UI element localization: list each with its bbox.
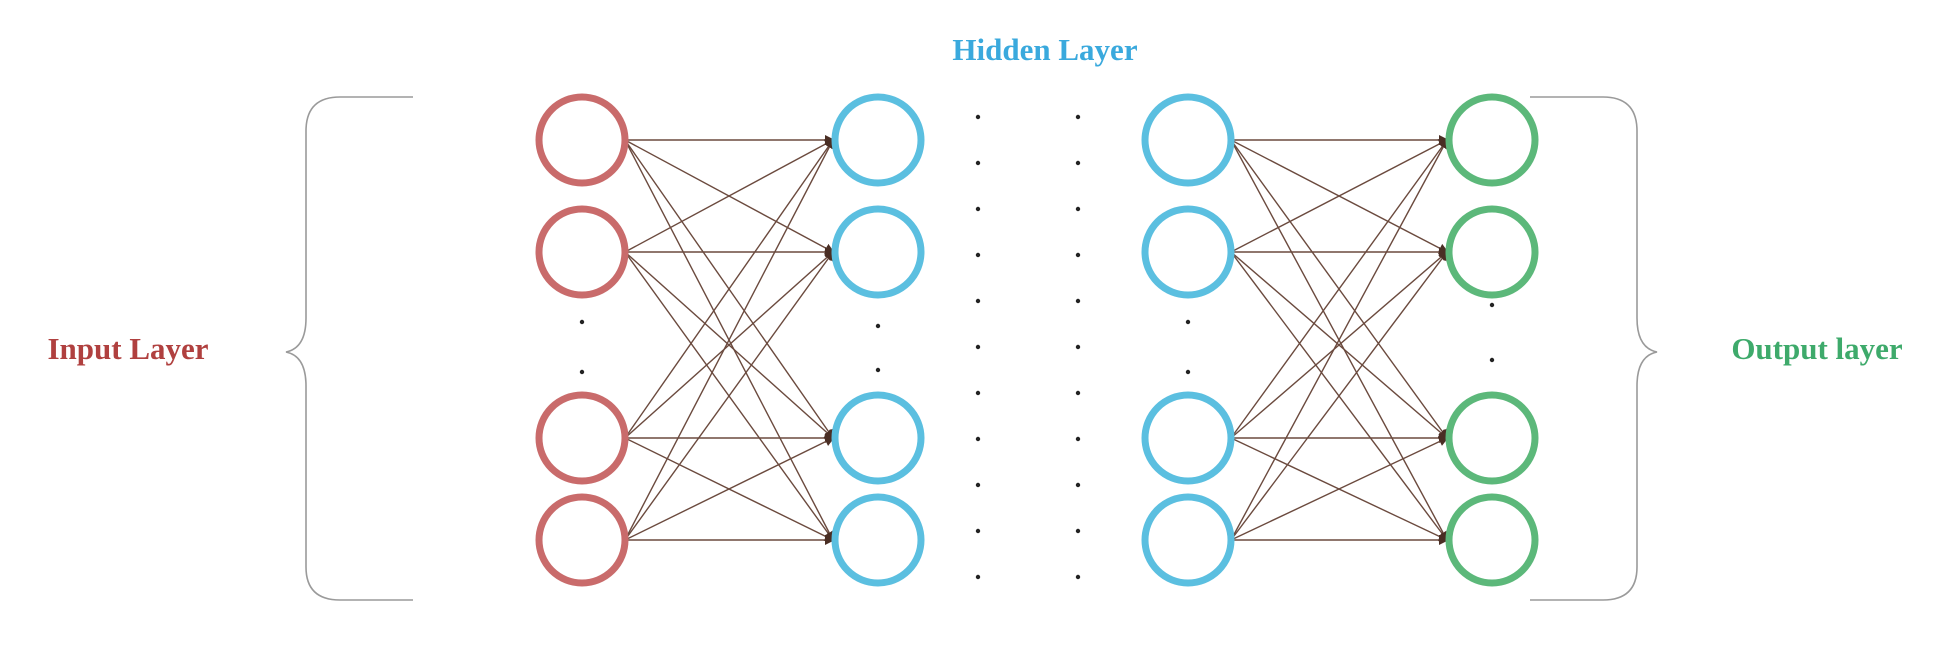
hidden-last-node <box>1141 93 1235 187</box>
ellipsis-dot <box>1075 390 1081 396</box>
ellipsis-dot <box>1075 206 1081 212</box>
ellipsis-dot <box>1075 574 1081 580</box>
output-layer-label: Output layer <box>1731 331 1903 366</box>
ellipsis-dot <box>1185 369 1191 375</box>
ellipsis-dot <box>1185 319 1191 325</box>
hidden-first-node <box>831 93 925 187</box>
input-node <box>535 391 629 485</box>
connection-edge <box>1230 139 1449 253</box>
input-layer-label: Input Layer <box>47 331 208 366</box>
connection-edge <box>624 138 835 439</box>
ellipsis-dot <box>975 436 981 442</box>
ellipsis-dot <box>1075 298 1081 304</box>
ellipsis-dot <box>875 323 881 329</box>
hidden-first-node <box>831 493 925 587</box>
ellipsis-dot <box>579 319 585 325</box>
ellipsis-dots-group <box>579 114 1495 580</box>
ellipsis-dot <box>1075 114 1081 120</box>
ellipsis-dot <box>1075 252 1081 258</box>
input-node <box>535 93 629 187</box>
ellipsis-dot <box>1075 528 1081 534</box>
ellipsis-dot <box>975 482 981 488</box>
output-node <box>1445 391 1539 485</box>
ellipsis-dot <box>1489 357 1495 363</box>
ellipsis-dot <box>1075 160 1081 166</box>
connection-edge <box>1230 250 1449 439</box>
connection-edge <box>1230 138 1448 541</box>
ellipsis-dot <box>975 206 981 212</box>
output-node <box>1445 493 1539 587</box>
output-layer-brace <box>1530 96 1658 601</box>
hidden-first-node <box>831 205 925 299</box>
ellipsis-dot <box>579 369 585 375</box>
hidden-last-node <box>1141 205 1235 299</box>
hidden-last-node <box>1141 391 1235 485</box>
ellipsis-dot <box>1075 344 1081 350</box>
connection-edge <box>624 437 835 541</box>
ellipsis-dot <box>1489 302 1495 308</box>
connection-edge <box>624 250 835 439</box>
connection-edge <box>624 139 835 253</box>
ellipsis-dot <box>975 574 981 580</box>
ellipsis-dot <box>975 344 981 350</box>
connection-edge <box>1230 436 1449 541</box>
ellipsis-dot <box>975 298 981 304</box>
output-node <box>1445 93 1539 187</box>
hidden-first-node <box>831 391 925 485</box>
ellipsis-dot <box>975 528 981 534</box>
input-node <box>535 205 629 299</box>
connection-edge <box>1230 138 1449 439</box>
connection-edge <box>624 138 834 541</box>
ellipsis-dot <box>1075 436 1081 442</box>
ellipsis-dot <box>975 390 981 396</box>
ellipsis-dot <box>975 252 981 258</box>
input-layer-brace <box>285 96 413 601</box>
connection-edge <box>1230 250 1449 541</box>
ellipsis-dot <box>975 114 981 120</box>
ellipsis-dot <box>975 160 981 166</box>
output-node <box>1445 205 1539 299</box>
ellipsis-dot <box>875 367 881 373</box>
ellipsis-dot <box>1075 482 1081 488</box>
connections-group <box>624 135 1449 545</box>
nodes-group <box>535 93 1539 587</box>
connection-edge <box>624 250 835 541</box>
hidden-last-node <box>1141 493 1235 587</box>
hidden-layer-label: Hidden Layer <box>952 32 1137 67</box>
input-node <box>535 493 629 587</box>
